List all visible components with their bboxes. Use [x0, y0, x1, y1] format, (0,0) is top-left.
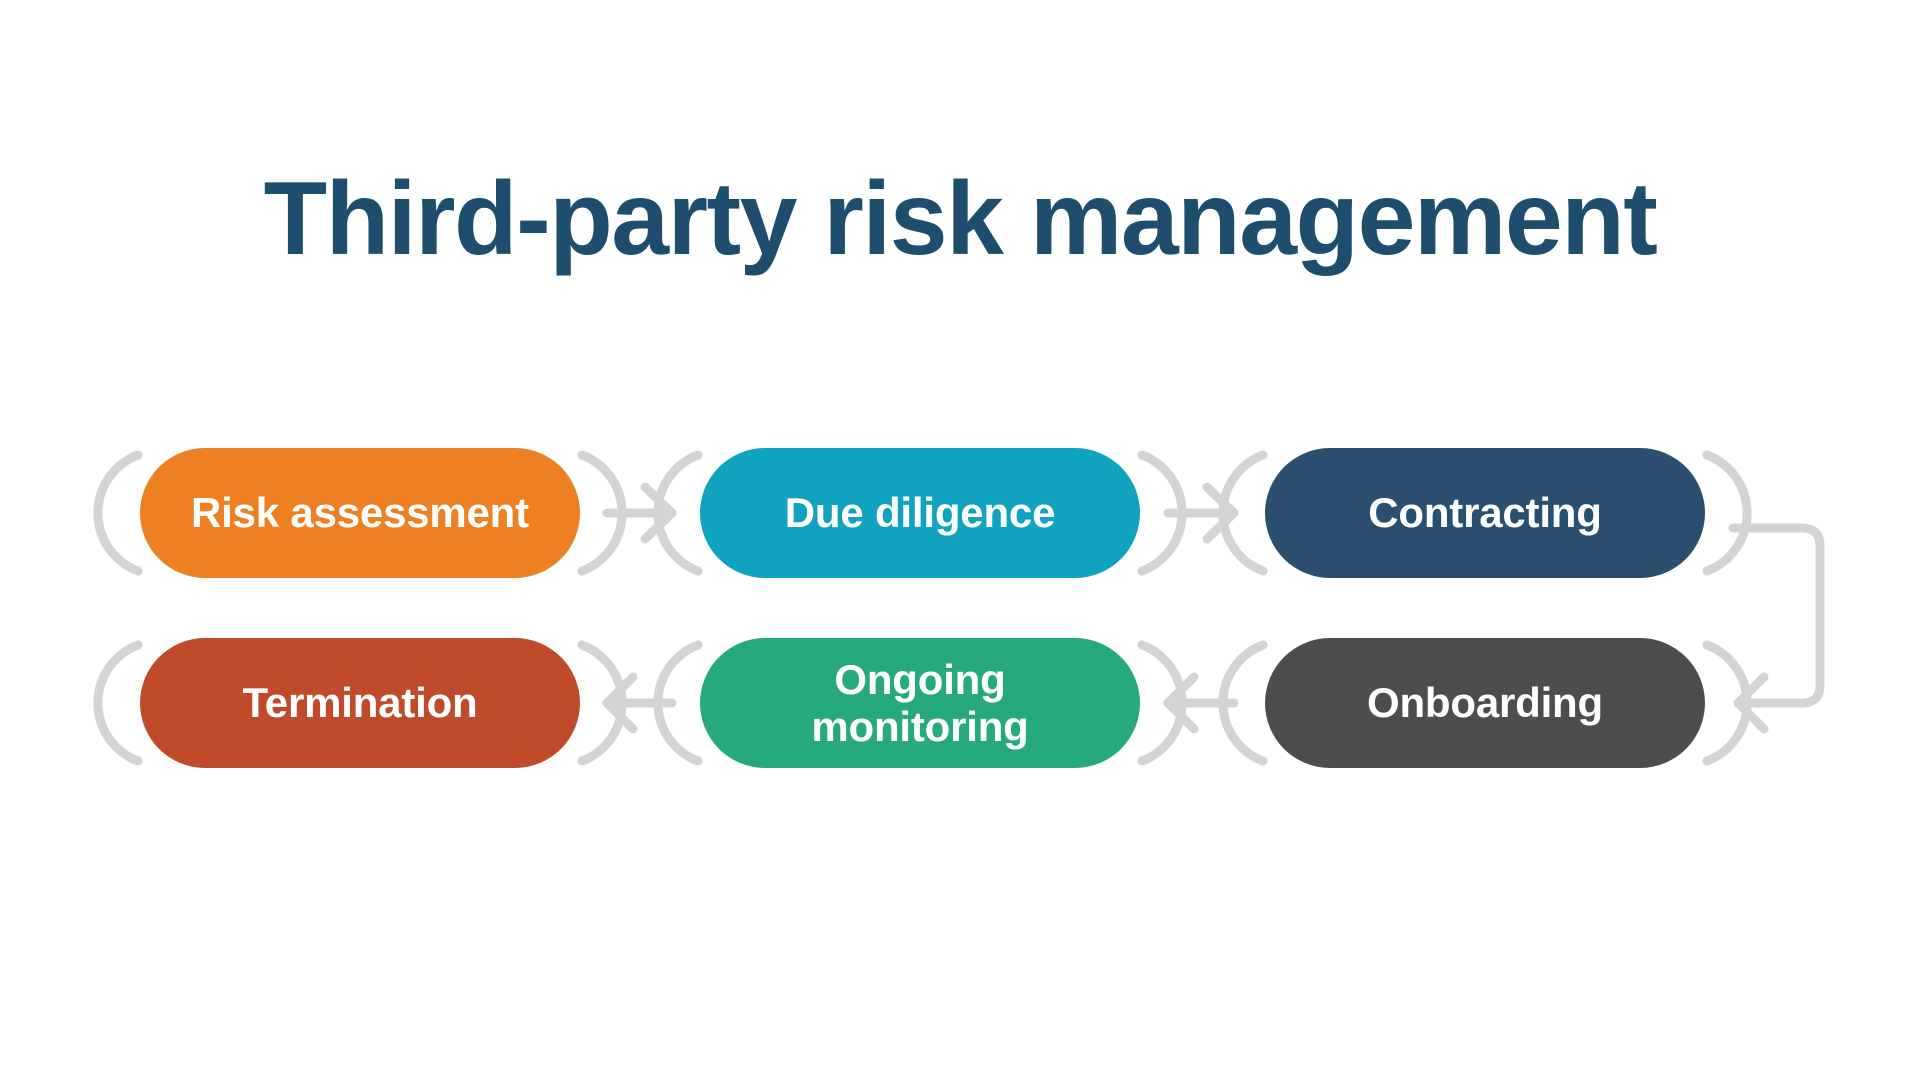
bracket-left-risk-assessment: [93, 450, 143, 576]
process-step-due-diligence[interactable]: Due diligence: [700, 448, 1140, 578]
bracket-right-termination: [577, 640, 627, 766]
process-step-label: Onboarding: [1367, 679, 1603, 727]
process-step-risk-assessment[interactable]: Risk assessment: [140, 448, 580, 578]
process-step-ongoing-monitoring[interactable]: Ongoing monitoring: [700, 638, 1140, 768]
bracket-left-due-diligence: [653, 450, 703, 576]
bracket-left-onboarding: [1218, 640, 1268, 766]
bracket-left-contracting: [1218, 450, 1268, 576]
bracket-left-ongoing-monitoring: [653, 640, 703, 766]
process-step-label: Due diligence: [784, 489, 1056, 537]
bracket-right-onboarding: [1702, 640, 1752, 766]
bracket-right-risk-assessment: [577, 450, 627, 576]
arrow-due-to-contracting: [1163, 482, 1239, 544]
process-step-termination[interactable]: Termination: [140, 638, 580, 768]
arrow-risk-to-due: [602, 482, 677, 544]
process-step-label: Contracting: [1368, 489, 1602, 537]
arrow-monitoring-to-termination: [602, 672, 677, 734]
process-step-label: Ongoing monitoring: [811, 655, 1029, 750]
process-step-onboarding[interactable]: Onboarding: [1265, 638, 1705, 768]
bracket-right-contracting: [1702, 450, 1752, 576]
arrow-contracting-to-onboarding: [1728, 523, 1825, 734]
process-step-label: Risk assessment: [191, 489, 529, 537]
bracket-right-due-diligence: [1137, 450, 1187, 576]
page-title: Third-party risk management: [263, 161, 1658, 277]
arrow-onboarding-to-monitoring: [1163, 672, 1239, 734]
process-step-label: Termination: [242, 679, 478, 727]
bracket-right-ongoing-monitoring: [1137, 640, 1187, 766]
process-step-contracting[interactable]: Contracting: [1265, 448, 1705, 578]
bracket-left-termination: [93, 640, 143, 766]
